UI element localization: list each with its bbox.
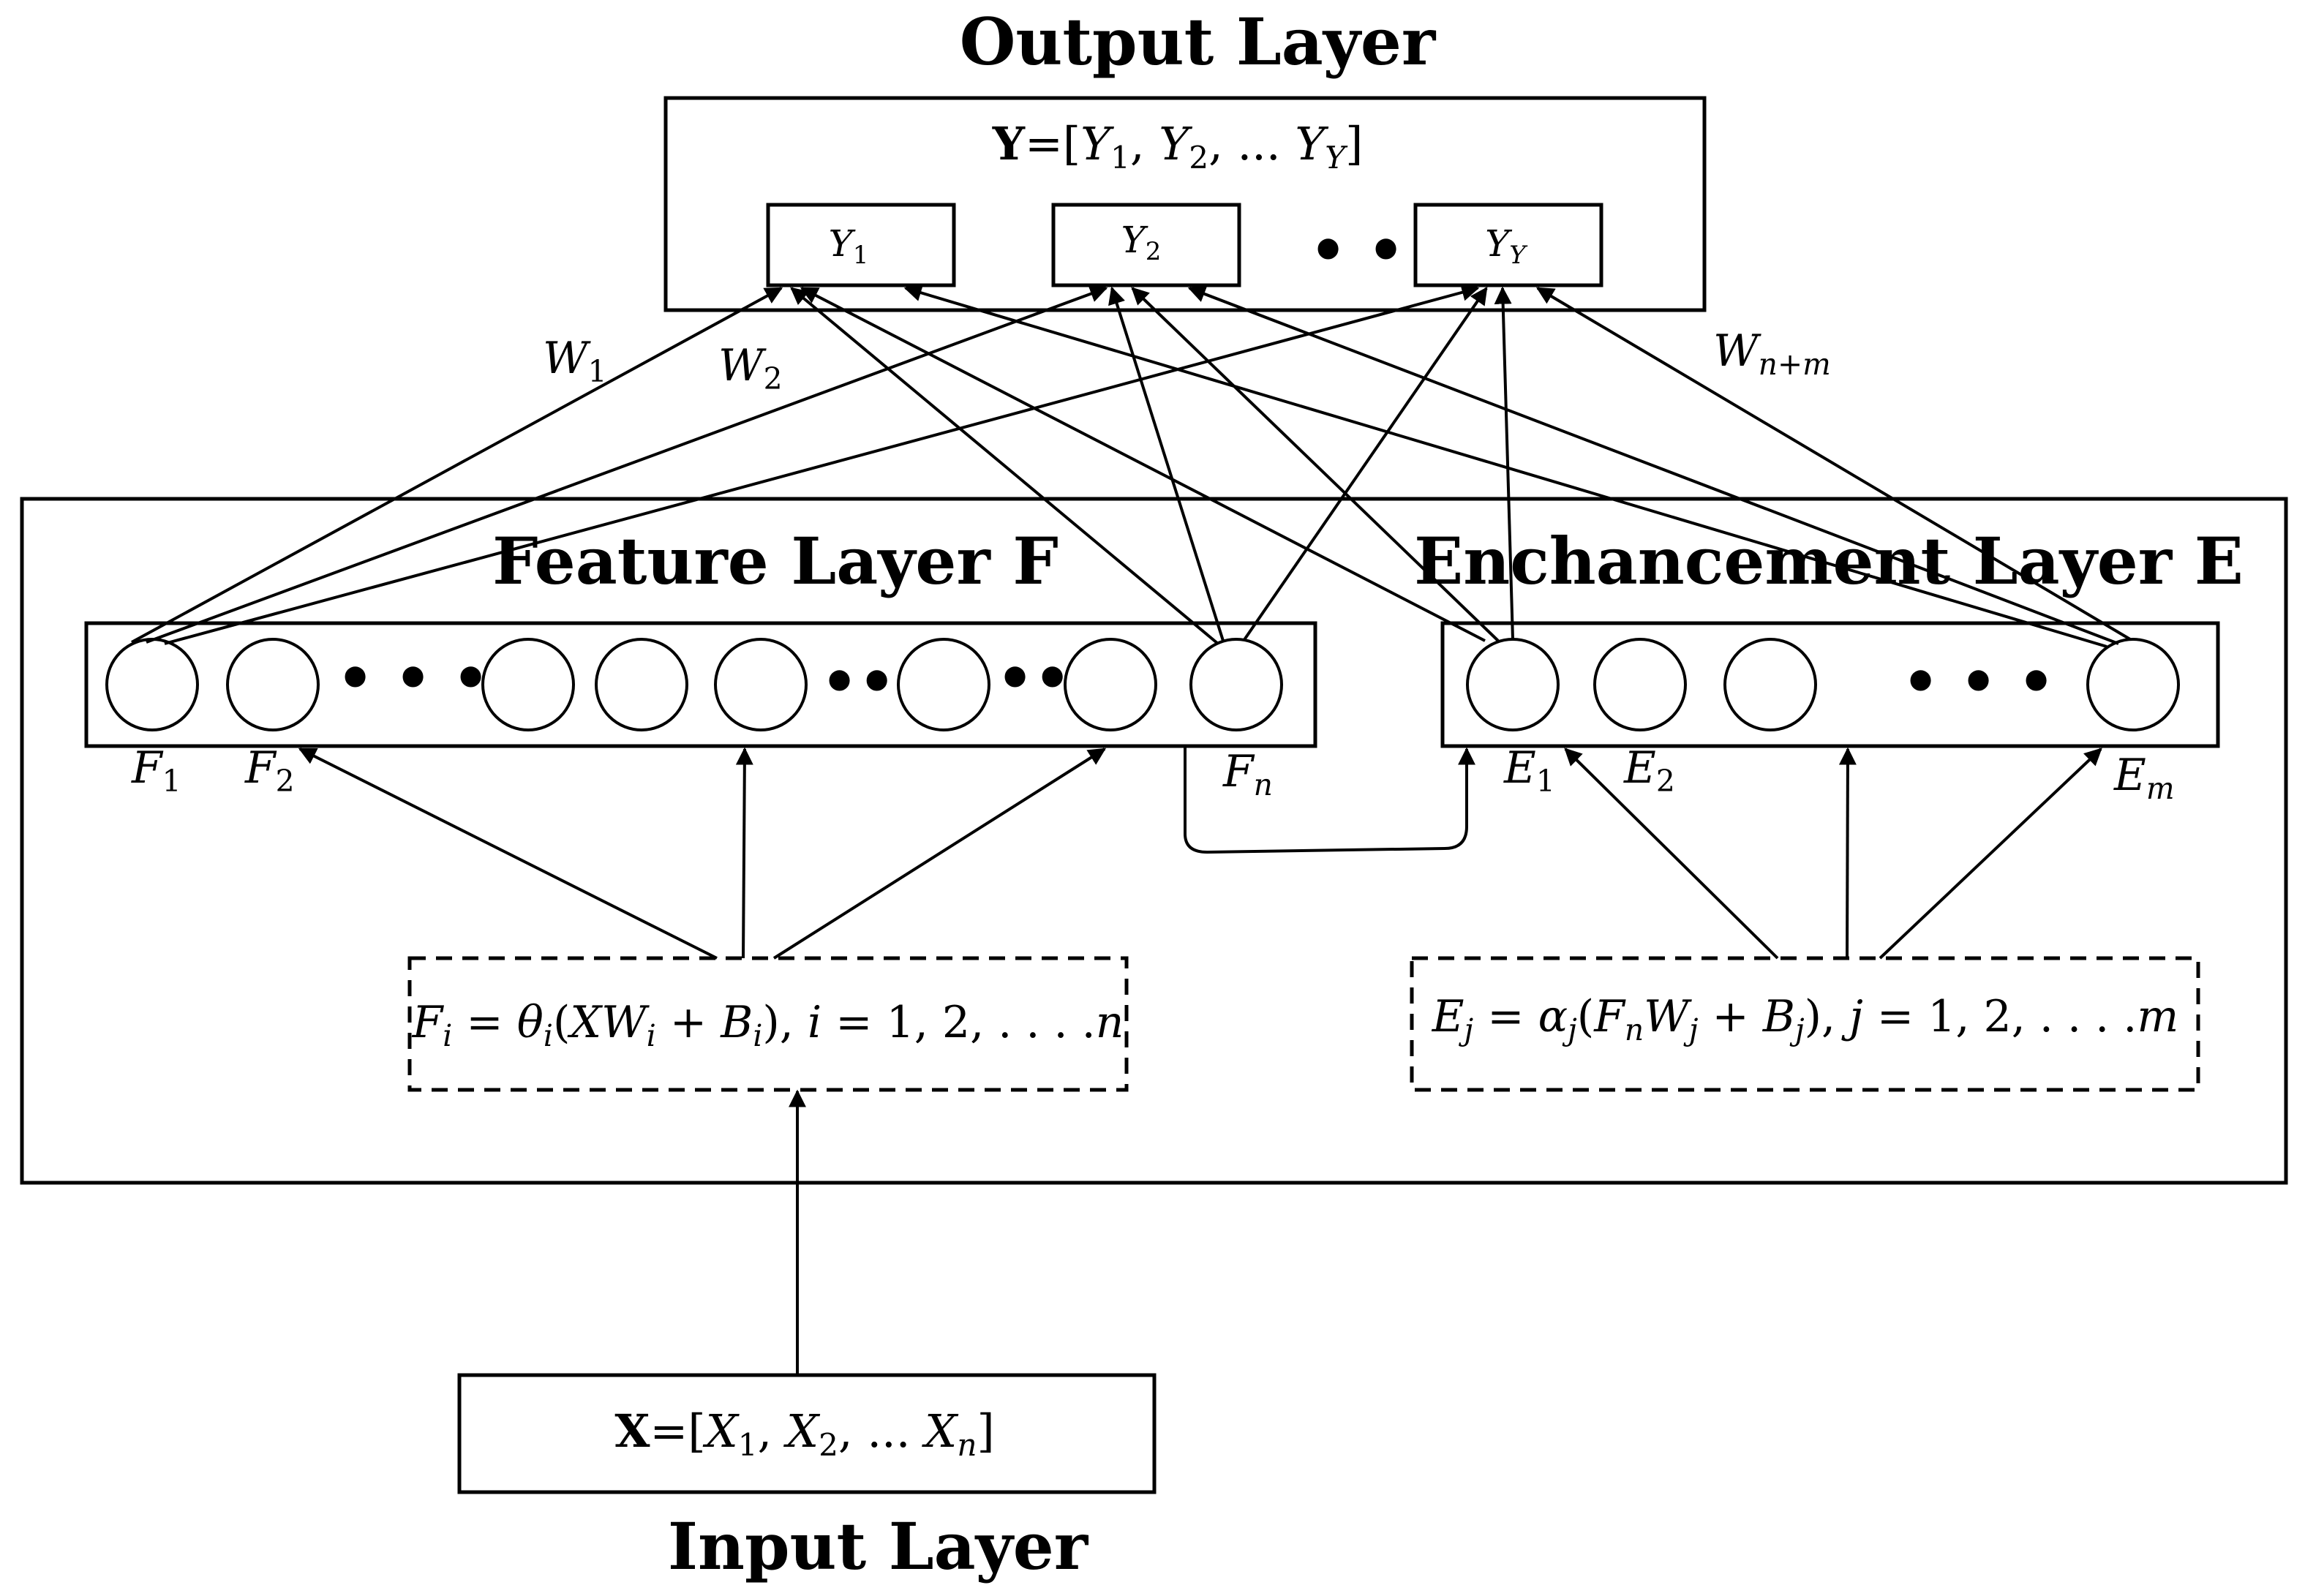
- weight-label-w2: W2: [718, 340, 783, 396]
- enhancement-node: [1723, 638, 1817, 731]
- output-node-yy-label: YY: [1485, 222, 1528, 270]
- enhancement-label-em: Em: [2113, 750, 2175, 806]
- input-layer-box: [457, 1373, 1157, 1494]
- enhancement-label-e1: E1: [1503, 742, 1555, 799]
- output-node-y1: [766, 203, 956, 287]
- feature-label-f2: F2: [244, 742, 295, 799]
- enhancement-layer-title: Enchancement Layer E: [1414, 523, 2244, 599]
- feature-node-f1: [105, 638, 199, 731]
- feature-ellipsis-icon-1: • • •: [336, 644, 489, 712]
- enhancement-formula-box: [1410, 956, 2200, 1092]
- feature-label-fn: Fn: [1222, 746, 1273, 802]
- feature-node-f2: [226, 638, 320, 731]
- weight-label-wnm: Wn+m: [1713, 325, 1831, 382]
- feature-formula-box: [407, 956, 1129, 1092]
- input-vector-label: X=[X1, X2, ... Xn]: [614, 1404, 994, 1463]
- feature-node-fn: [1189, 638, 1283, 731]
- feature-node: [595, 638, 688, 731]
- output-node-yy: [1413, 203, 1603, 287]
- feature-formula: Fi = θi(XWi + Bi), i = 1, 2, . . . .n: [412, 997, 1124, 1053]
- output-node-y2-label: Y2: [1121, 219, 1162, 266]
- feature-node: [897, 638, 990, 731]
- enhancement-node-e1: [1466, 638, 1560, 731]
- output-node-y1-label: Y1: [829, 222, 869, 270]
- enhancement-label-e2: E2: [1623, 742, 1675, 799]
- enhancement-formula: Ej = αj(FnWj + Bj), j = 1, 2, . . . .m: [1432, 991, 2179, 1047]
- enhancement-node-e2: [1593, 638, 1687, 731]
- feature-node: [1064, 638, 1157, 731]
- output-layer-title: Output Layer: [960, 4, 1437, 80]
- feature-node: [714, 638, 808, 731]
- connections: [131, 284, 2132, 1375]
- enhancement-ellipsis-icon: • • •: [1902, 648, 2055, 716]
- enhancement-node-em: [2086, 638, 2180, 731]
- weight-label-w1: W1: [543, 333, 607, 389]
- output-vector-label: Y=[Y1, Y2, ... YY]: [992, 117, 1364, 176]
- output-node-y2: [1051, 203, 1241, 287]
- feature-node: [481, 638, 575, 731]
- feature-label-f1: F1: [131, 742, 181, 799]
- input-layer-title: Input Layer: [668, 1508, 1089, 1584]
- feature-layer-title: Feature Layer F: [492, 523, 1059, 599]
